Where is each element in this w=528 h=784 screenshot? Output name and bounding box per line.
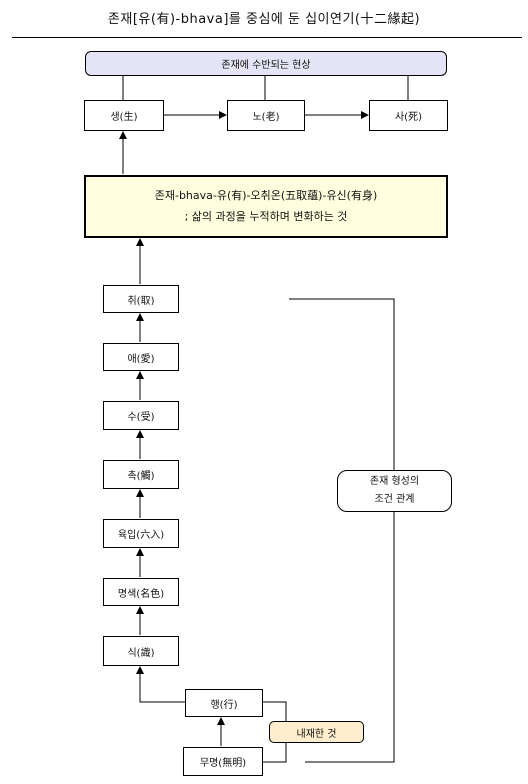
existence-bhava-line2: ; 삶의 과정을 누적하며 변화하는 것: [184, 209, 348, 223]
existence-bhava-box: 존재-bhava-유(有)-오취온(五取蘊)-유신(有身) ; 삶의 과정을 누…: [84, 175, 448, 238]
latent-label: 내재한 것: [269, 721, 364, 743]
chui-box: 취(取): [103, 285, 179, 313]
title-underline: [12, 37, 522, 38]
mumyeong-box: 무명(無明): [183, 747, 263, 776]
haeng-box: 행(行): [185, 689, 263, 717]
condition-line2: 조건 관계: [374, 494, 415, 505]
existence-phenomena-banner: 존재에 수반되는 현상: [85, 51, 447, 76]
sa-box: 사(死): [369, 100, 448, 131]
saeng-box: 생(生): [84, 100, 164, 131]
no-box: 노(老): [227, 100, 305, 131]
yukip-box: 육입(六入): [103, 519, 179, 548]
condition-line1: 존재 형성의: [369, 476, 420, 487]
existence-bhava-line1: 존재-bhava-유(有)-오취온(五取蘊)-유신(有身): [154, 188, 378, 202]
myeongsaek-box: 명색(名色): [103, 578, 179, 606]
condition-bracket: [289, 298, 395, 763]
page-title: 존재[유(有)-bhava]를 중심에 둔 십이연기(十二緣起): [107, 12, 421, 27]
chok-box: 촉(觸): [103, 460, 179, 489]
sik-box: 식(識): [103, 636, 179, 666]
su-box: 수(受): [103, 401, 179, 430]
ae-box: 애(愛): [103, 343, 179, 371]
existence-condition-box: 존재 형성의 조건 관계: [337, 470, 452, 512]
arrow-haeng-sik: [136, 666, 185, 703]
